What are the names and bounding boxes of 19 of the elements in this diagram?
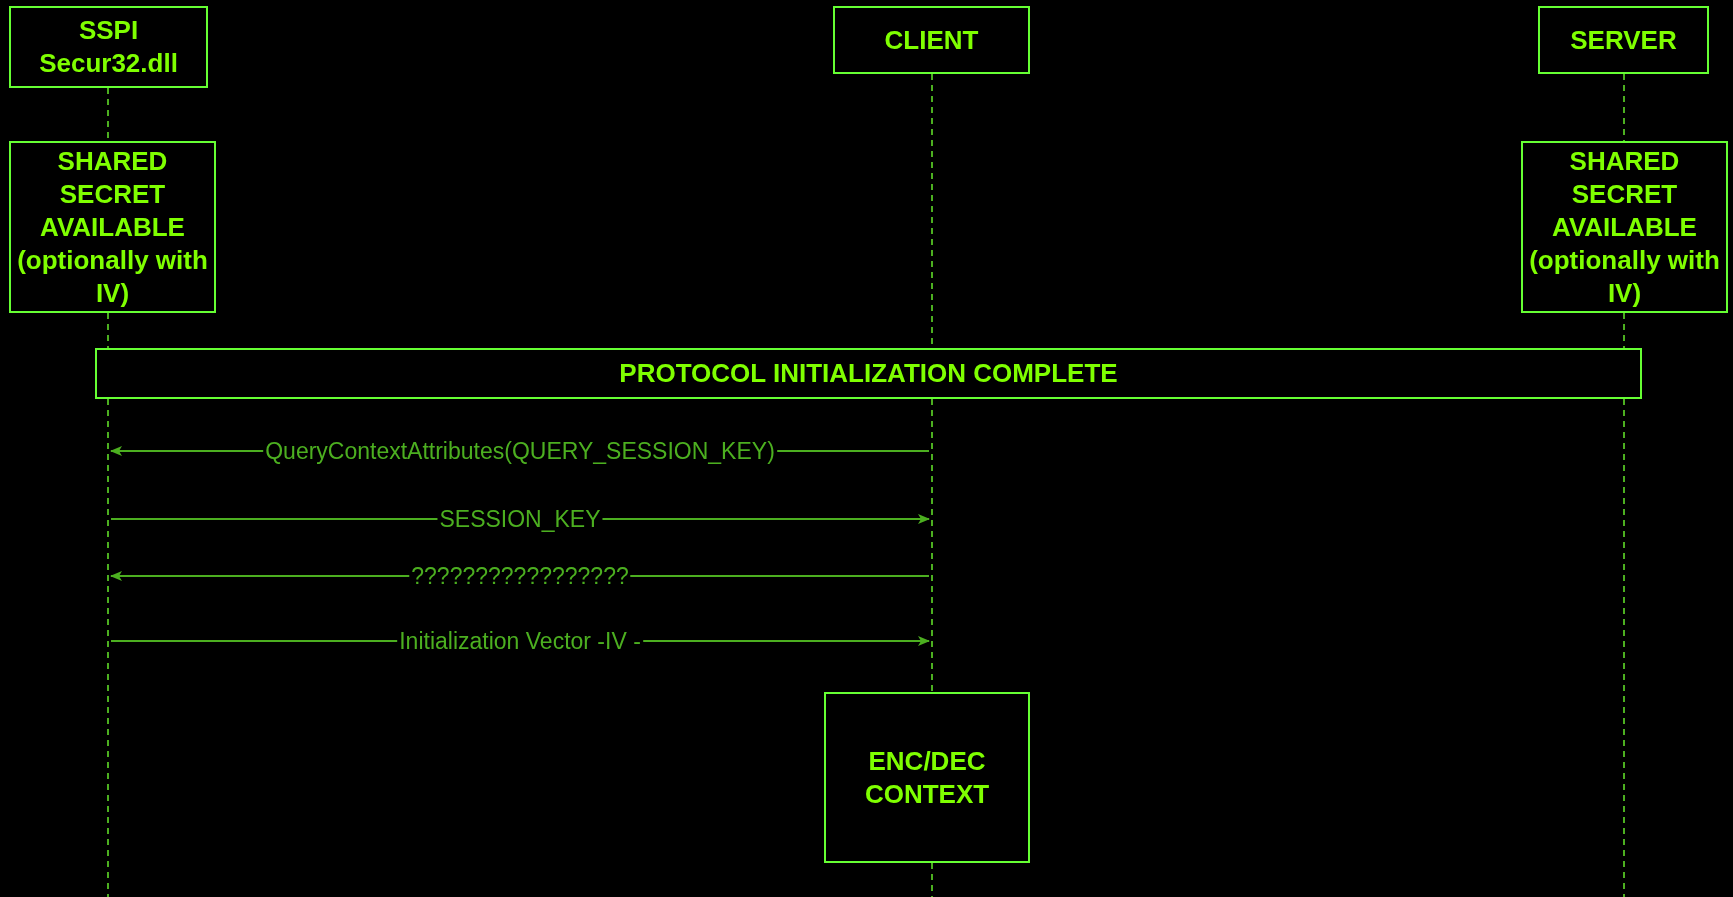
participant-box bbox=[1538, 6, 1709, 74]
banner-box bbox=[95, 348, 1642, 399]
participant-box bbox=[9, 6, 208, 88]
edge-label: QueryContextAttributes(QUERY_SESSION_KEY) bbox=[263, 438, 777, 464]
box-label: SHARED SECRET AVAILABLE (optionally with IV) bbox=[16, 144, 209, 310]
lifeline bbox=[929, 399, 935, 692]
participant-box bbox=[833, 6, 1030, 74]
lifeline bbox=[1621, 399, 1627, 897]
lifeline bbox=[1623, 312, 1625, 349]
lifeline bbox=[107, 312, 109, 349]
box-label: ENC/DEC CONTEXT bbox=[863, 744, 991, 811]
lifeline bbox=[105, 399, 111, 897]
box-label: SERVER bbox=[1570, 23, 1677, 57]
box-label: PROTOCOL INITIALIZATION COMPLETE bbox=[619, 357, 1118, 390]
box-label: SHARED SECRET AVAILABLE (optionally with IV) bbox=[1528, 144, 1721, 310]
lifeline bbox=[1623, 73, 1625, 142]
box-label: SSPI Secur32.dll bbox=[38, 14, 179, 80]
context-box bbox=[824, 692, 1030, 863]
box-label: CLIENT bbox=[884, 23, 979, 57]
